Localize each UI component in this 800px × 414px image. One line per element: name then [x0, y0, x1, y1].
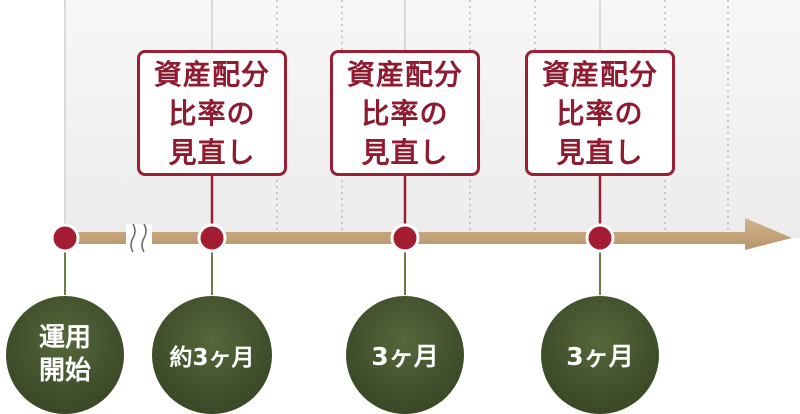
start-circle-label: 運用 開始 [38, 323, 91, 386]
rebalance-box-label: 資産配分 比率の 見直し [541, 57, 658, 169]
rebalance-box: 資産配分 比率の 見直し [137, 50, 287, 176]
milestone-dots [50, 223, 615, 253]
rebalance-box-label: 資産配分 比率の 見直し [153, 57, 270, 169]
milestone-dot [50, 223, 80, 253]
start-circle: 運用 開始 [6, 296, 124, 414]
rebalance-box-label: 資産配分 比率の 見直し [346, 57, 463, 169]
break-mark [126, 223, 152, 253]
period-circle: 3ヶ月 [541, 296, 659, 414]
milestone-dot [197, 223, 227, 253]
period-circle-label: 3ヶ月 [371, 342, 439, 371]
milestone-dot [585, 223, 615, 253]
rebalance-box: 資産配分 比率の 見直し [330, 50, 480, 176]
rebalance-box: 資産配分 比率の 見直し [525, 50, 675, 176]
milestone-dot [390, 223, 420, 253]
period-circle: 3ヶ月 [346, 296, 464, 414]
period-circle-label: 3ヶ月 [566, 342, 634, 371]
period-circle-label: 約3ヶ月 [169, 345, 255, 371]
period-circle: 約3ヶ月 [152, 296, 272, 414]
